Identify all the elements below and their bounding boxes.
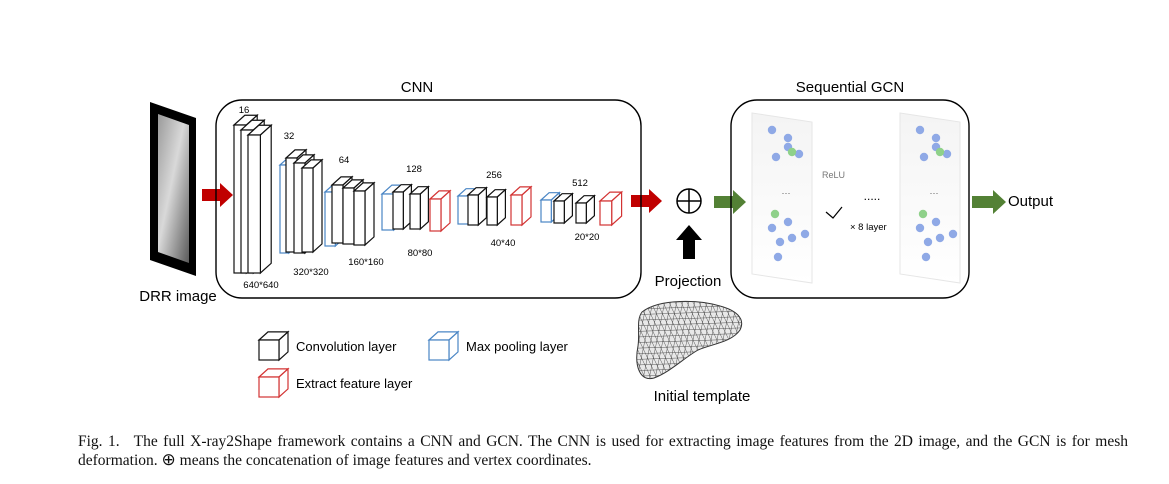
graph-node — [931, 217, 941, 227]
convolution-layer — [485, 188, 507, 227]
gcn-input-arrow — [714, 190, 746, 214]
max-pooling-legend-icon — [427, 330, 460, 362]
cnn-box — [215, 99, 642, 299]
size-label: 640*640 — [243, 280, 278, 291]
channel-label: 128 — [406, 164, 422, 175]
graph-node — [775, 237, 785, 247]
cnn-output-arrow — [631, 189, 662, 213]
legend — [257, 330, 460, 399]
graph-node — [794, 149, 804, 159]
convolution-layer — [466, 186, 488, 227]
liver-mesh-icon — [636, 300, 743, 380]
graph-node-feature — [918, 209, 928, 219]
extract-feature-layer — [509, 185, 533, 227]
framework-diagram: DRR image CNN 16 32 64 128 256 512 640*6… — [139, 79, 1054, 405]
gcn-title: Sequential GCN — [796, 79, 904, 96]
convolution-layer — [300, 158, 324, 254]
repeat-label: × 8 layer — [850, 222, 887, 233]
size-label: 320*320 — [293, 267, 328, 278]
graph-node — [767, 223, 777, 233]
graph-node — [787, 233, 797, 243]
convolution-layer — [574, 194, 596, 225]
graph-node-feature — [935, 147, 945, 157]
graph-node — [783, 133, 793, 143]
size-label: 80*80 — [408, 248, 433, 259]
graph-node — [919, 152, 929, 162]
relu-icon — [825, 206, 843, 219]
projection-arrow — [676, 225, 702, 259]
graph-node — [931, 133, 941, 143]
graph-node — [921, 252, 931, 262]
graph-node — [773, 252, 783, 262]
graph-node-feature — [770, 209, 780, 219]
graph-node — [800, 229, 810, 239]
concatenation-icon — [676, 188, 702, 214]
legend-extract-label: Extract feature layer — [296, 376, 413, 391]
graph-node — [942, 149, 952, 159]
projection-label: Projection — [655, 273, 722, 290]
caption-text: The full X-ray2Shape framework contains … — [78, 433, 1128, 469]
graph-node — [915, 125, 925, 135]
cnn-title: CNN — [401, 79, 434, 96]
channel-label: 16 — [239, 105, 250, 116]
convolution-layer — [352, 181, 376, 247]
input-arrow — [202, 183, 233, 207]
graph-node-feature — [787, 147, 797, 157]
graph-nodes — [767, 125, 958, 262]
size-label: 40*40 — [491, 238, 516, 249]
caption-text-end: means the concatenation of image feature… — [175, 452, 592, 469]
graph-node — [935, 233, 945, 243]
graph-node — [923, 237, 933, 247]
convolution-layer — [552, 192, 574, 225]
convolution-layer — [246, 123, 273, 275]
between-layers-dots: ..... — [864, 189, 881, 203]
legend-convolution-label: Convolution layer — [296, 339, 397, 354]
legend-maxpool-label: Max pooling layer — [466, 339, 569, 354]
gcn-box — [730, 99, 970, 299]
cnn-layers — [232, 113, 624, 275]
gcn-output-arrow — [972, 190, 1006, 214]
channel-label: 32 — [284, 131, 295, 142]
drr-image — [150, 102, 196, 276]
graph-node — [915, 223, 925, 233]
channel-label: 512 — [572, 178, 588, 189]
channel-label: 256 — [486, 170, 502, 181]
extract-feature-layer — [598, 190, 624, 227]
gcn-ellipsis: ··· — [930, 188, 939, 198]
gcn-ellipsis: ··· — [782, 188, 791, 198]
convolution-legend-icon — [257, 330, 290, 362]
figure-caption: Fig. 1.The full X-ray2Shape framework co… — [78, 432, 1128, 470]
graph-node — [783, 217, 793, 227]
channel-label: 64 — [339, 155, 350, 166]
figure-label: Fig. 1. — [78, 433, 120, 450]
graph-node — [771, 152, 781, 162]
template-label: Initial template — [654, 388, 751, 405]
size-label: 160*160 — [348, 257, 383, 268]
extract-feature-legend-icon — [257, 367, 290, 399]
graph-node — [948, 229, 958, 239]
concatenation-symbol: ⊕ — [161, 450, 176, 470]
convolution-layer — [391, 183, 413, 231]
drr-image-label: DRR image — [139, 288, 217, 305]
graph-node — [767, 125, 777, 135]
size-label: 20*20 — [575, 232, 600, 243]
output-label: Output — [1008, 193, 1054, 210]
convolution-layer — [408, 185, 430, 231]
relu-label: ReLU — [822, 170, 845, 180]
extract-feature-layer — [428, 189, 452, 233]
